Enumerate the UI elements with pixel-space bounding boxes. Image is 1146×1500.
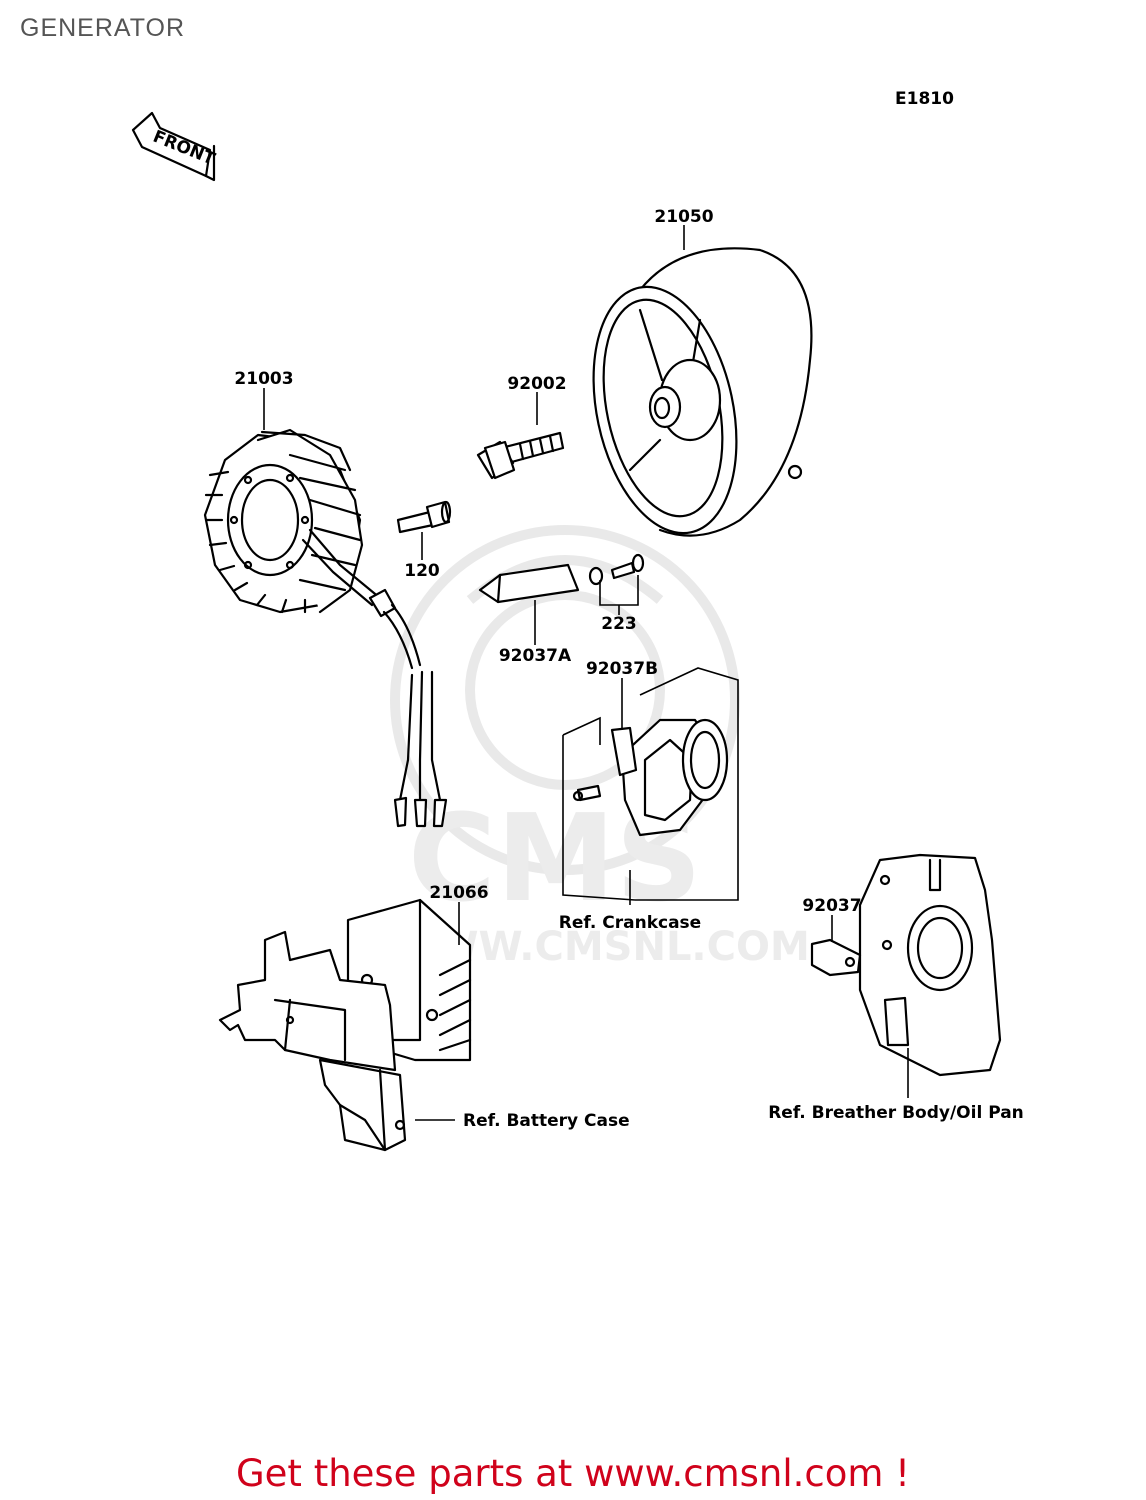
part-number-92037: 92037 <box>802 896 861 916</box>
stator-21003 <box>203 428 364 614</box>
part-number-223: 223 <box>601 614 637 634</box>
battery-case-reference <box>218 930 407 1152</box>
ref-battery-case: Ref. Battery Case <box>463 1111 630 1131</box>
part-number-120: 120 <box>404 561 440 581</box>
ref-crankcase: Ref. Crankcase <box>559 913 701 933</box>
diagram-code: E1810 <box>895 89 954 109</box>
footer-suffix: ! <box>883 1452 910 1495</box>
part-number-21066: 21066 <box>429 883 488 903</box>
part-number-92002: 92002 <box>507 374 566 394</box>
front-arrow-icon: FRONT <box>131 111 218 182</box>
screw-120 <box>396 500 452 534</box>
wire-harness <box>301 528 448 828</box>
rotor-21050 <box>592 247 813 537</box>
crankcase-reference <box>562 667 739 901</box>
page-title: GENERATOR <box>20 14 186 42</box>
footer-link[interactable]: www.cmsnl.com <box>584 1452 884 1495</box>
breather-body-oil-pan-reference <box>810 853 1002 1077</box>
screw-223 <box>588 553 645 586</box>
footer-banner: Get these parts at www.cmsnl.com ! <box>0 1452 1146 1495</box>
part-number-92037A: 92037A <box>499 646 572 666</box>
footer-prefix: Get these parts at <box>235 1452 585 1495</box>
part-number-21003: 21003 <box>234 369 293 389</box>
bracket-92037A <box>478 563 580 604</box>
part-number-21050: 21050 <box>654 207 713 227</box>
ref-breather-body-oil-pan: Ref. Breather Body/Oil Pan <box>768 1103 1024 1123</box>
part-number-92037B: 92037B <box>586 659 658 679</box>
bolt-92002 <box>476 431 565 480</box>
